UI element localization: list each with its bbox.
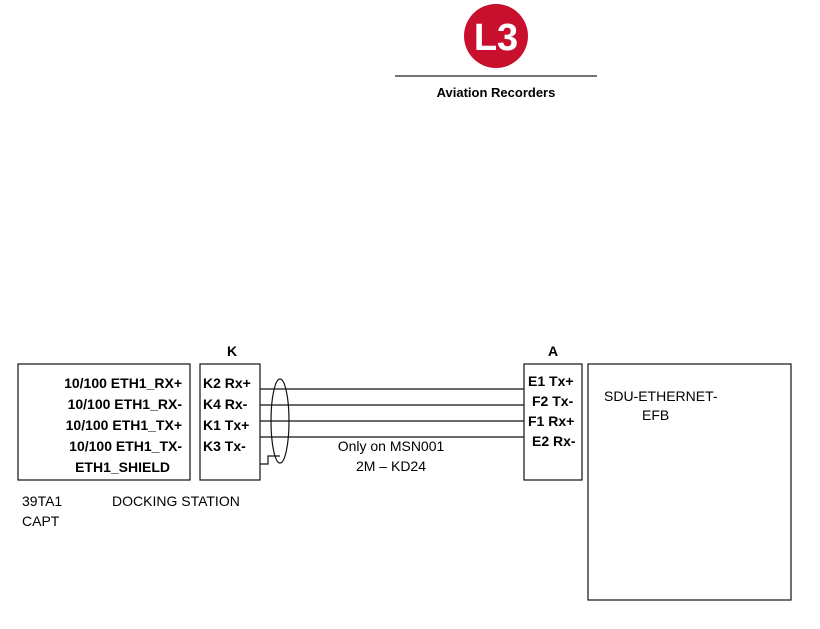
docking-station-label: DOCKING STATION <box>112 493 240 509</box>
position-label: CAPT <box>22 513 60 529</box>
ref-designator: 39TA1 <box>22 493 62 509</box>
signal-eth1-rx-minus: 10/100 ETH1_RX- <box>68 396 183 412</box>
k-pin-k2: K2 Rx+ <box>203 375 251 391</box>
k-pin-k1: K1 Tx+ <box>203 417 249 433</box>
signal-eth1-tx-minus: 10/100 ETH1_TX- <box>69 438 182 454</box>
docking-station-signals: 10/100 ETH1_RX+ 10/100 ETH1_RX- 10/100 E… <box>64 375 182 475</box>
logo-text: L3 <box>474 17 518 59</box>
a-pin-e2: E2 Rx- <box>532 433 576 449</box>
signal-eth1-tx-plus: 10/100 ETH1_TX+ <box>66 417 182 433</box>
l3-logo: L3 <box>464 4 528 68</box>
signal-eth1-shield: ETH1_SHIELD <box>75 459 170 475</box>
a-pin-f1: F1 Rx+ <box>528 413 574 429</box>
connector-a-label: A <box>548 343 558 359</box>
k-pin-k4: K4 Rx- <box>203 396 248 412</box>
k-pin-k3: K3 Tx- <box>203 438 246 454</box>
sdu-label-line2: EFB <box>642 407 669 423</box>
signal-eth1-rx-plus: 10/100 ETH1_RX+ <box>64 375 182 391</box>
cable-note-line2: 2M – KD24 <box>356 458 426 474</box>
connector-k-pins: K2 Rx+ K4 Rx- K1 Tx+ K3 Tx- <box>203 375 251 454</box>
a-pin-f2: F2 Tx- <box>532 393 574 409</box>
connector-a-pins: E1 Tx+ F2 Tx- F1 Rx+ E2 Rx- <box>528 373 576 449</box>
sdu-label-line1: SDU-ETHERNET- <box>604 388 718 404</box>
cable-note-line1: Only on MSN001 <box>338 438 445 454</box>
connector-k-label: K <box>227 343 237 359</box>
company-subtitle: Aviation Recorders <box>437 85 556 100</box>
a-pin-e1: E1 Tx+ <box>528 373 574 389</box>
